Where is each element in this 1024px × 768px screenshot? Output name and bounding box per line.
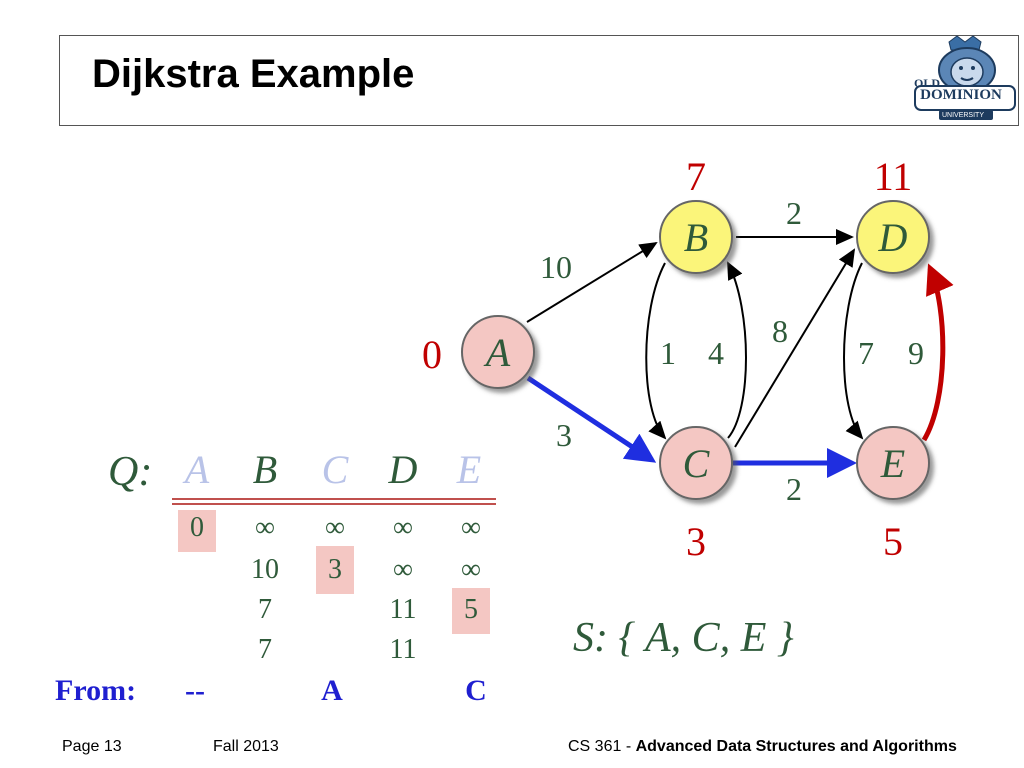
weight-A-B: 10 (540, 249, 572, 285)
edge-A-B (526, 241, 658, 323)
from-label: From: (55, 674, 137, 707)
node-D: D (856, 200, 930, 274)
queue-rule-top (172, 498, 496, 500)
queue-cell: ∞ (255, 512, 275, 543)
weight-C-B: 4 (708, 335, 724, 371)
edge-C-B (727, 261, 747, 439)
logo-text-line2: DOMINION (920, 87, 1002, 103)
node-A: A (461, 315, 535, 389)
node-D-label: D (878, 215, 908, 260)
footer-course-code: CS 361 - (568, 738, 636, 755)
queue-cell: ∞ (461, 554, 481, 585)
footer-term: Fall 2013 (213, 738, 279, 755)
queue-label: Q: (108, 449, 153, 495)
from-value-E: C (465, 674, 487, 707)
weight-D-E: 7 (858, 335, 874, 371)
queue-cell: ∞ (325, 512, 345, 543)
edge-B-C (645, 262, 667, 440)
queue-cell: 0 (190, 512, 204, 543)
queue-header-E: E (456, 447, 482, 492)
university-logo (914, 35, 1016, 120)
logo-text-line3: UNIVERSITY (941, 112, 984, 119)
queue-cell: 11 (389, 594, 417, 625)
edge-E-D (921, 263, 954, 442)
queue-cell: 10 (251, 554, 279, 585)
node-E: E (856, 426, 930, 500)
dist-D: 11 (874, 154, 913, 199)
footer-course: CS 361 - Advanced Data Structures and Al… (568, 738, 957, 756)
footer-page: Page 13 (62, 738, 122, 755)
edge-D-E (843, 262, 864, 440)
queue-cell: 3 (328, 554, 342, 585)
highlight-C-row1 (316, 546, 354, 594)
queue-cell: 5 (464, 594, 478, 625)
weight-C-E: 2 (786, 471, 802, 507)
from-value-B: -- (185, 674, 205, 707)
weight-A-C: 3 (556, 417, 572, 453)
edge-C-D (734, 248, 856, 448)
slide-title: Dijkstra Example (92, 52, 415, 96)
weight-E-D: 9 (908, 335, 924, 371)
logo-text-line1: OLD (914, 76, 941, 90)
node-A-label: A (483, 330, 511, 375)
queue-cell: 7 (258, 594, 272, 625)
node-C: C (659, 426, 733, 500)
queue-cell: ∞ (393, 512, 413, 543)
queue-cell: 7 (258, 634, 272, 665)
queue-cell: ∞ (393, 554, 413, 585)
dist-C: 3 (686, 519, 706, 564)
node-B-label: B (684, 215, 708, 260)
queue-cell: 11 (389, 634, 417, 665)
settled-set: S: { A, C, E } (573, 615, 794, 661)
footer-course-name: Advanced Data Structures and Algorithms (635, 738, 957, 755)
node-B: B (659, 200, 733, 274)
weight-B-D: 2 (786, 195, 802, 231)
queue-header-D: D (388, 447, 418, 492)
highlight-A-row0 (178, 510, 216, 552)
queue-header-A: A (184, 447, 210, 492)
from-value-C: A (321, 674, 343, 707)
title-box: Dijkstra Example OLD DOMINION UNIVERSITY (59, 35, 1019, 126)
queue-cell: ∞ (461, 512, 481, 543)
dist-E: 5 (883, 519, 903, 564)
dist-A: 0 (422, 332, 442, 377)
queue-header-C: C (321, 447, 349, 492)
weight-B-C: 1 (660, 335, 676, 371)
node-C-label: C (683, 441, 711, 486)
queue-header-B: B (252, 447, 278, 492)
node-E-label: E (880, 441, 905, 486)
highlight-E-row2 (452, 588, 490, 634)
weight-C-D: 8 (772, 313, 788, 349)
queue-rule-bottom (172, 503, 496, 505)
dist-B: 7 (686, 154, 706, 199)
edge-A-C (526, 375, 657, 463)
